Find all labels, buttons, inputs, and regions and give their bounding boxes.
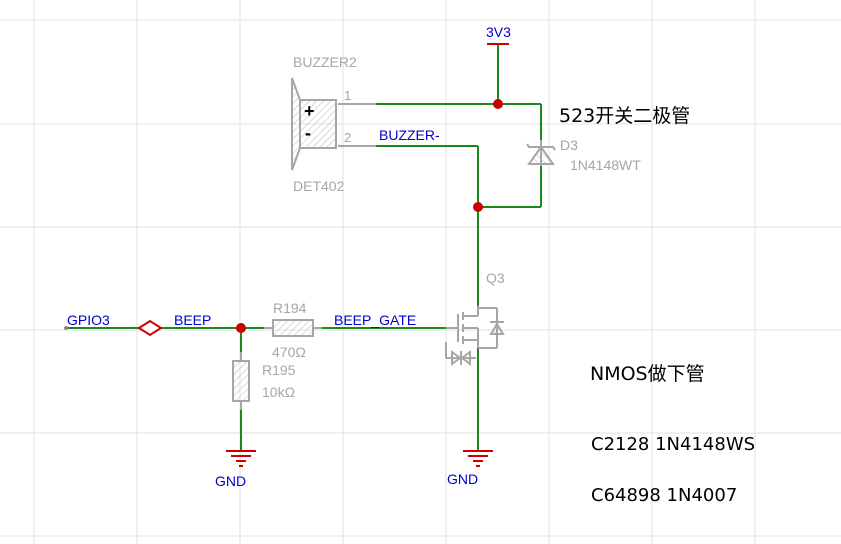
mosfet-q3[interactable] (445, 306, 505, 366)
r195-value: 10kΩ (262, 384, 295, 400)
buzzer-pin2-number: 2 (344, 130, 351, 145)
gnd-left-label: GND (215, 473, 246, 489)
power-3v3[interactable]: 3V3 (486, 24, 511, 45)
gnd-right-label: GND (447, 471, 478, 487)
r195-body (232, 360, 250, 402)
diode-cathode-bar (526, 143, 556, 151)
r194-body (272, 319, 314, 337)
buzzer-pin1-number: 1 (344, 88, 351, 103)
buzzer-value: DET402 (293, 178, 345, 194)
gnd-left[interactable]: GND (215, 450, 256, 489)
diode-value: 1N4148WT (570, 157, 641, 173)
net-port-gpio3[interactable] (137, 319, 163, 337)
note-diode[interactable]: 523开关二极管 (559, 105, 690, 127)
note-nmos[interactable]: NMOS做下管 (590, 363, 705, 385)
resistor-r194[interactable]: R194 470Ω (272, 300, 314, 360)
junctions (236, 99, 503, 333)
gpio-endpoint[interactable] (64, 326, 68, 330)
buzzer-plus: + (304, 101, 315, 121)
junction-drain[interactable] (473, 202, 483, 212)
r195-designator: R195 (262, 362, 296, 378)
buzzer-designator: BUZZER2 (293, 54, 357, 70)
netlabel-beep-gate[interactable]: BEEP_GATE (334, 312, 416, 328)
buzzer-cone (291, 77, 301, 171)
junction-vcc[interactable] (493, 99, 503, 109)
r194-designator: R194 (273, 300, 307, 316)
r194-value: 470Ω (272, 344, 306, 360)
buzzer-minus: - (305, 123, 311, 143)
diode-designator: D3 (560, 137, 578, 153)
buzzer-symbol[interactable]: + - BUZZER2 DET402 1 2 (291, 54, 357, 194)
diode-triangle (527, 145, 555, 165)
vcc-label: 3V3 (486, 24, 511, 40)
note-part1[interactable]: C2128 1N4148WS (591, 434, 755, 455)
resistor-r195[interactable]: R195 10kΩ (232, 360, 296, 402)
netlabel-buzzer-minus[interactable]: BUZZER- (379, 127, 440, 143)
port-diamond-icon (137, 319, 163, 337)
junction-beep[interactable] (236, 323, 246, 333)
netlabel-gpio3[interactable]: GPIO3 (67, 312, 110, 328)
netlabel-beep[interactable]: BEEP (174, 312, 211, 328)
diode-d3[interactable]: D3 1N4148WT (526, 137, 641, 173)
gnd-right[interactable]: GND (447, 450, 493, 487)
note-part2[interactable]: C64898 1N4007 (591, 485, 737, 506)
mosfet-designator: Q3 (486, 270, 505, 286)
